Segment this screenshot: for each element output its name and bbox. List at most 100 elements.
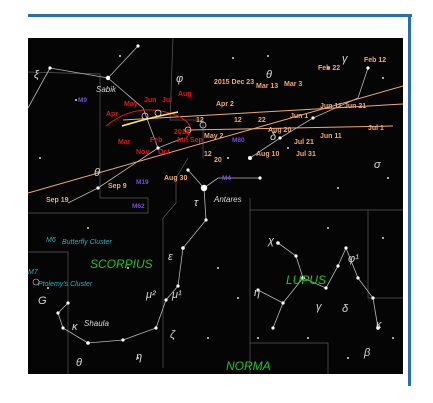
date-jun-11a: Jun 11	[320, 103, 342, 110]
figure-lupus-d	[257, 289, 284, 304]
date-feb-22: Feb 22	[318, 65, 340, 72]
letter-mu2: μ²	[145, 289, 156, 301]
boundary-ophiuchus	[28, 71, 149, 214]
path-2015-loop	[105, 109, 191, 139]
date-may-20: 20	[214, 157, 222, 164]
date-sep-9: Sep 9	[108, 183, 127, 190]
boundary-scorpius-west	[162, 157, 189, 368]
dates-red: May Jun Jul Aug Apr Mar Feb Nov Oct 2016…	[106, 91, 203, 156]
dates-orange: Feb 12 Feb 22 Mar 13 Mar 3 2015 Dec 23 A…	[46, 57, 386, 204]
comet-position-markers	[141, 109, 207, 134]
background-stars	[39, 55, 394, 359]
date-may-2: May 2	[204, 133, 224, 140]
boundary-norma	[250, 342, 329, 374]
date-jul-31: Jul 31	[296, 151, 316, 158]
boundary-ophiuchus-north	[169, 38, 204, 158]
figure-scorpius-claw	[203, 177, 260, 189]
letter-mu1: μ¹	[171, 289, 182, 301]
frame-right-border	[408, 14, 411, 386]
date-jun-1: Jun 1	[290, 113, 308, 120]
path-line-upper	[122, 103, 403, 121]
letter-eta-lup: η	[254, 287, 260, 299]
date-aug-30: Aug 30	[164, 175, 187, 182]
date-feb: Feb	[150, 137, 162, 144]
letter-epsilon: ε	[168, 251, 173, 263]
label-m80: M80	[232, 137, 245, 144]
date-sep-19: Sep 19	[46, 197, 69, 204]
label-m7-code: M7	[28, 269, 39, 276]
comet-path-2015	[105, 109, 191, 139]
date-apr-2: Apr 2	[216, 101, 234, 108]
constellation-name-lupus: LUPUS	[286, 273, 326, 287]
label-m19: M19	[136, 179, 149, 186]
deep-sky-objects: M9 M80 M4 M19 M62	[78, 97, 245, 210]
date-mar-3: Mar 3	[284, 81, 302, 88]
letter-theta-sco: θ	[76, 357, 82, 369]
constellation-boundaries	[28, 38, 403, 374]
star-antares	[200, 184, 208, 192]
label-m9: M9	[78, 97, 87, 104]
frame-top-border	[28, 14, 412, 17]
date-apr-12: 12	[196, 117, 204, 124]
date-sep: Sep	[190, 137, 203, 144]
date-aug-20: Aug 20	[268, 127, 291, 134]
date-dec-23: 2015 Dec 23	[214, 79, 254, 86]
letter-zeta: ζ	[170, 329, 176, 341]
figure-scorpius-stinger	[57, 302, 89, 344]
date-may-12-upper: 12	[234, 117, 242, 124]
letter-tau: τ	[194, 197, 199, 209]
date-apr: Apr	[106, 111, 118, 118]
letter-phi: φ	[176, 73, 183, 85]
letter-sigma: σ	[374, 159, 381, 171]
date-jul-21: Jul 21	[294, 139, 314, 146]
letter-kappa-lup: κ	[376, 319, 382, 331]
constellation-name-scorpius: SCORPIUS	[90, 257, 153, 271]
date-22: 22	[258, 117, 266, 124]
boundary-lupus-top	[249, 198, 403, 211]
star-labels: Sabik Antares Shaula	[84, 85, 242, 328]
letter-xi: ξ	[34, 69, 40, 81]
letter-g: G	[38, 295, 47, 307]
label-antares: Antares	[213, 195, 242, 204]
date-jun-21a: Jun 21	[344, 103, 366, 110]
m7-cluster-icon	[32, 278, 40, 286]
figure-lupus-c	[345, 247, 379, 329]
letter-delta-sco: δ	[270, 131, 277, 143]
figure-ophiuchus-c	[28, 67, 51, 109]
date-mar-13: Mar 13	[256, 83, 278, 90]
figure-scorpius-tail	[87, 285, 179, 344]
letter-chi: χ	[267, 235, 275, 247]
path-line-lower	[187, 125, 394, 131]
greek-letters: ξ φ θ θ γ δ σ τ ε μ² μ¹ κ G θ η ζ χ φ¹ η…	[34, 53, 382, 369]
star-chart: SCORPIUS LUPUS NORMA M9 M80 M4 M19 M62 M…	[28, 38, 403, 374]
letter-theta-upper: θ	[266, 69, 272, 81]
boundary-scorpius-tail	[28, 251, 69, 374]
date-may: May	[124, 101, 138, 108]
figure-ophiuchus-d	[67, 147, 159, 204]
date-feb-12: Feb 12	[364, 57, 386, 64]
letter-gamma-lup: γ	[316, 301, 323, 313]
boundary-lupus-east	[367, 210, 403, 299]
star-clusters: M6 Butterfly Cluster M7 Ptolemy's Cluste…	[28, 237, 112, 288]
letter-gamma: γ	[342, 53, 349, 65]
figure-lupus-a	[277, 242, 347, 289]
label-m4: M4	[222, 175, 231, 182]
date-jun: Jun	[144, 97, 156, 104]
star-chart-svg: SCORPIUS LUPUS NORMA M9 M80 M4 M19 M62 M…	[28, 38, 403, 374]
ecliptic-line	[28, 85, 403, 194]
date-jul: Jul	[162, 97, 172, 104]
constellation-name-norma: NORMA	[226, 359, 271, 373]
label-m62: M62	[132, 203, 145, 210]
constellation-lines	[28, 45, 379, 344]
label-m7-name: Ptolemy's Cluster	[38, 281, 93, 288]
date-aug-10: Aug 10	[256, 151, 279, 158]
constellation-names: SCORPIUS LUPUS NORMA	[90, 257, 326, 373]
date-nov: Nov	[136, 149, 149, 156]
letter-kappa: κ	[72, 321, 78, 333]
letter-phi-lup: φ¹	[348, 253, 359, 265]
letter-eta: η	[136, 351, 142, 363]
date-may-12: 12	[204, 151, 212, 158]
label-sabik: Sabik	[96, 85, 117, 94]
letter-delta-lup: δ	[342, 303, 349, 315]
ecliptic-lines	[28, 85, 403, 194]
